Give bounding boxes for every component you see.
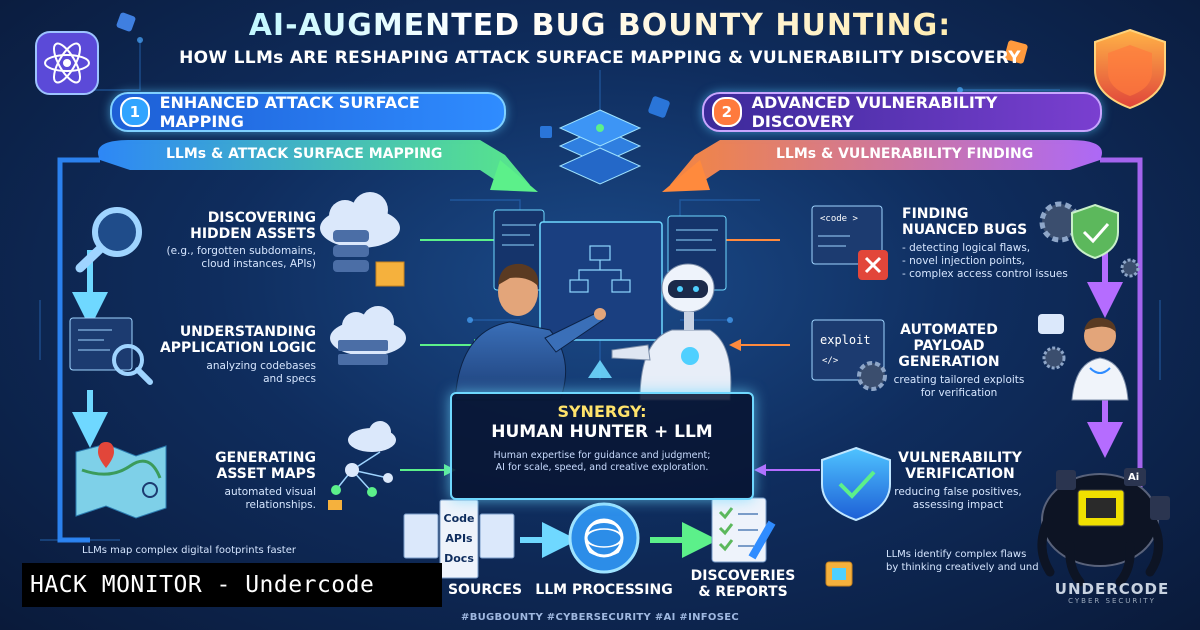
section1-label: ENHANCED ATTACK SURFACE MAPPING	[159, 93, 420, 131]
left-arrow-band	[98, 140, 530, 185]
left-connectors	[400, 234, 506, 476]
item-app-logic-desc: analyzing codebases and specs	[206, 360, 316, 385]
subtitle: HOW LLMs ARE RESHAPING ATTACK SURFACE MA…	[179, 48, 1021, 68]
human-hunter-figure	[454, 263, 606, 401]
item-verification-heading: VULNERABILITY VERIFICATION	[898, 450, 1022, 482]
sources-documents	[403, 499, 515, 579]
brand-name: UNDERCODE	[1054, 580, 1170, 598]
section2-footer: LLMs identify complex flaws by thinking …	[886, 549, 1039, 573]
right-arrow-band	[670, 140, 1102, 185]
exploit-window-icon	[811, 319, 887, 391]
atom-icon	[35, 31, 99, 95]
synergy-box: SYNERGY: HUMAN HUNTER + LLM Human expert…	[450, 392, 754, 500]
hashtags: #BUGBOUNTY #CYBERSECURITY #AI #INFOSEC	[461, 612, 739, 623]
gear-shield-icon	[1039, 201, 1140, 278]
banner-text: HACK MONITOR - Undercode	[30, 572, 375, 598]
item-nuanced-bugs-heading: FINDING NUANCED BUGS	[902, 206, 1028, 238]
doc-label-code: Code	[443, 512, 475, 525]
section2-header: 2 ADVANCED VULNERABILITY DISCOVERY	[702, 92, 1102, 132]
item-hidden-assets-heading: DISCOVERING HIDDEN ASSETS	[190, 210, 316, 242]
octopus-monitor-logo	[1037, 468, 1170, 587]
main-title: AI-AUGMENTED BUG BOUNTY HUNTING:	[0, 8, 1200, 43]
flow-processing-label: LLM PROCESSING	[535, 582, 673, 598]
left-arrow-head	[490, 160, 538, 192]
flow-discoveries-label: DISCOVERIES & REPORTS	[690, 568, 796, 600]
asset-map-icon	[75, 442, 167, 519]
scientist-avatar	[1038, 314, 1129, 401]
robot-figure	[611, 263, 732, 401]
network-cloud-icon	[328, 421, 396, 510]
server-cloud-icon	[330, 306, 406, 365]
left-frame	[57, 157, 100, 543]
brand-chip: Ai	[1128, 472, 1140, 483]
section2-arrow-label: LLMs & VULNERABILITY FINDING	[776, 146, 1034, 162]
llm-processing-icon	[568, 502, 640, 574]
synergy-subtitle: HUMAN HUNTER + LLM	[491, 422, 713, 442]
section2-label: ADVANCED VULNERABILITY DISCOVERY	[751, 93, 998, 131]
cube-icon	[825, 561, 853, 587]
synergy-desc: Human expertise for guidance and judgmen…	[493, 450, 711, 473]
synergy-title: SYNERGY:	[557, 402, 647, 421]
item-app-logic-heading: UNDERSTANDING APPLICATION LOGIC	[159, 324, 316, 356]
code-window-bug-icon	[811, 205, 888, 280]
item-asset-maps-heading: GENERATING ASSET MAPS	[215, 450, 316, 482]
section1-number: 1	[120, 97, 150, 127]
verification-shield-icon	[821, 446, 891, 522]
magnifier-icon	[75, 207, 142, 273]
database-cloud-icon	[320, 192, 405, 287]
section2-number: 2	[712, 97, 742, 127]
item-payload-desc: creating tailored exploits for verificat…	[893, 374, 1025, 399]
right-arrow-head	[662, 160, 710, 192]
server-stack-icon	[558, 109, 642, 185]
item-nuanced-bugs-desc: - detecting logical flaws, - novel injec…	[902, 242, 1068, 280]
item-asset-maps-desc: automated visual relationships.	[224, 486, 316, 511]
shield-icon	[1094, 28, 1166, 110]
section1-arrow-label: LLMs & ATTACK SURFACE MAPPING	[166, 146, 443, 162]
exploit-label: exploit	[820, 333, 871, 347]
brand-sub: CYBER SECURITY	[1068, 597, 1156, 605]
code-window-magnifier-icon	[69, 317, 153, 385]
report-icon	[711, 497, 776, 563]
doc-label-docs: Docs	[444, 552, 474, 565]
item-hidden-assets-desc: (e.g., forgotten subdomains, cloud insta…	[166, 245, 316, 270]
item-payload-heading: AUTOMATED PAYLOAD GENERATION	[898, 322, 1000, 370]
exploit-tag-label: </>	[822, 356, 839, 366]
hack-monitor-banner: HACK MONITOR - Undercode	[22, 563, 442, 607]
flow-sources-label: SOURCES	[447, 582, 523, 598]
section1-footer: LLMs map complex digital footprints fast…	[82, 545, 296, 556]
item-verification-desc: reducing false positives, assessing impa…	[894, 486, 1022, 511]
section1-header: 1 ENHANCED ATTACK SURFACE MAPPING	[110, 92, 506, 132]
code-label: <code >	[820, 214, 858, 224]
doc-label-apis: APIs	[445, 532, 473, 545]
